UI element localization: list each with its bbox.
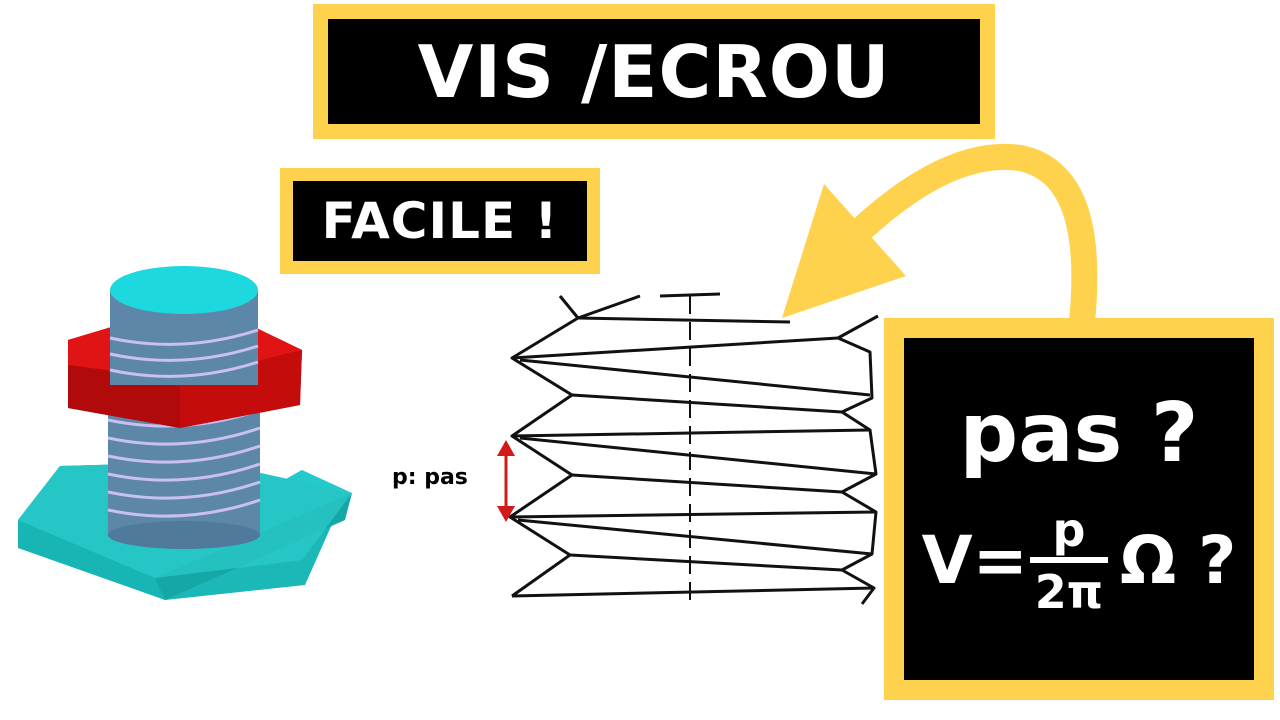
velocity-formula: V= p 2π Ω ? <box>922 507 1237 615</box>
fraction-bar <box>1029 556 1108 563</box>
pitch-label: p: pas <box>392 465 468 490</box>
formula-question-mark: ? <box>1198 522 1237 599</box>
formula-box: pas ? V= p 2π Ω ? <box>884 318 1274 700</box>
thread-profile-sketch <box>508 292 879 606</box>
subtitle-box: FACILE ! <box>280 168 600 274</box>
fraction-numerator: p <box>1052 502 1086 557</box>
title-box: VIS /ECROU <box>313 4 995 139</box>
pitch-question: pas ? <box>959 385 1199 481</box>
curved-arrow-icon <box>782 143 1098 335</box>
omega-symbol: Ω <box>1119 522 1177 599</box>
screw-nut-illustration <box>18 266 352 600</box>
double-arrow-icon <box>497 440 515 522</box>
subtitle: FACILE ! <box>321 192 559 250</box>
formula-fraction: p 2π <box>1029 502 1108 619</box>
page-title: VIS /ECROU <box>417 29 891 114</box>
formula-lhs: V= <box>921 522 1028 599</box>
fraction-denominator: 2π <box>1034 564 1104 619</box>
